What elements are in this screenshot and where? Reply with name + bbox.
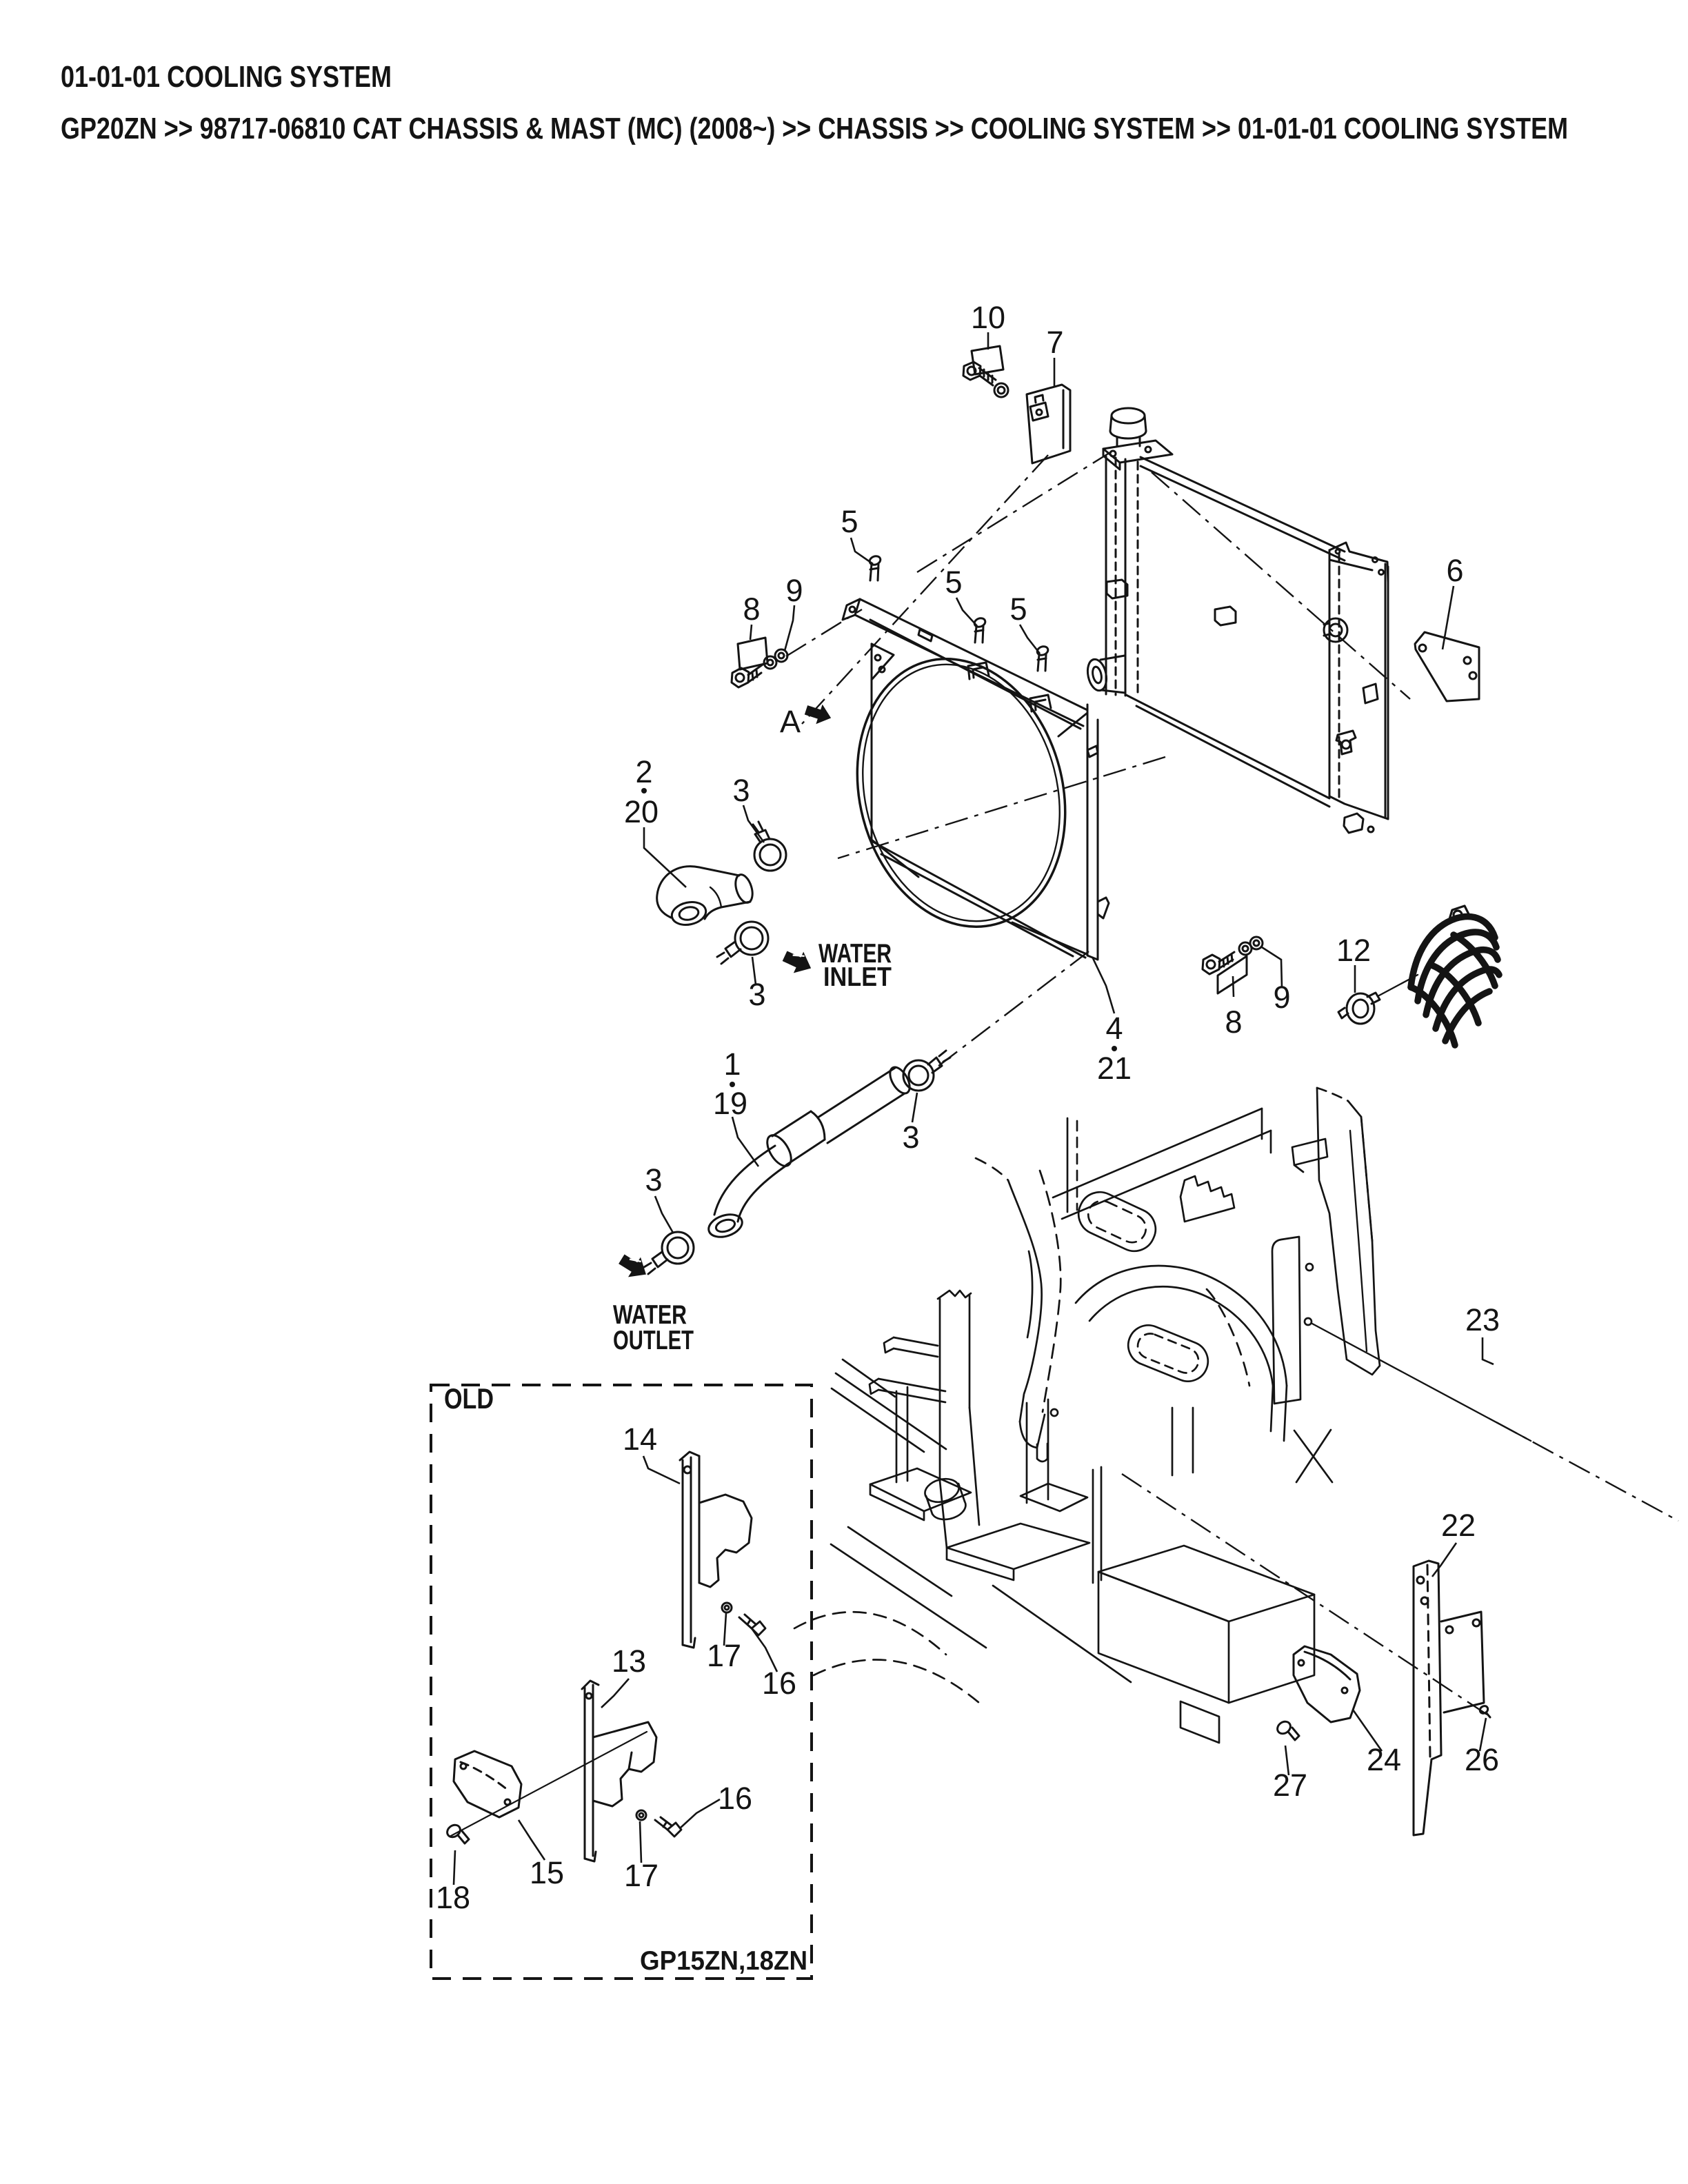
svg-text:17: 17	[624, 1858, 659, 1893]
svg-text:9: 9	[785, 573, 803, 608]
svg-text:01-01-01 COOLING SYSTEM: 01-01-01 COOLING SYSTEM	[61, 60, 392, 94]
svg-text:INLET: INLET	[823, 962, 892, 992]
svg-text:20: 20	[624, 794, 659, 829]
svg-text:21: 21	[1097, 1051, 1132, 1086]
svg-text:13: 13	[612, 1644, 646, 1679]
svg-text:3: 3	[902, 1120, 919, 1155]
svg-text:3: 3	[732, 773, 750, 808]
svg-text:OLD: OLD	[444, 1382, 494, 1415]
svg-text:3: 3	[645, 1162, 662, 1197]
svg-text:7: 7	[1046, 325, 1063, 360]
svg-text:1: 1	[723, 1046, 741, 1082]
svg-text:8: 8	[1225, 1004, 1242, 1040]
svg-text:22: 22	[1441, 1508, 1476, 1543]
svg-text:24: 24	[1367, 1742, 1401, 1777]
svg-text:26: 26	[1465, 1742, 1499, 1777]
svg-text:WATER: WATER	[818, 939, 892, 969]
svg-text:14: 14	[623, 1422, 657, 1457]
svg-text:WATER: WATER	[613, 1300, 687, 1330]
svg-text:16: 16	[718, 1781, 752, 1816]
svg-text:23: 23	[1465, 1302, 1500, 1337]
svg-text:OUTLET: OUTLET	[613, 1326, 694, 1355]
svg-text:16: 16	[762, 1666, 796, 1701]
svg-text:5: 5	[1009, 592, 1027, 627]
svg-text:27: 27	[1273, 1768, 1307, 1803]
svg-text:GP15ZN,18ZN: GP15ZN,18ZN	[640, 1946, 807, 1976]
svg-text:6: 6	[1446, 553, 1463, 588]
svg-text:18: 18	[436, 1880, 470, 1915]
svg-text:2: 2	[635, 754, 652, 789]
svg-text:5: 5	[841, 504, 858, 539]
svg-text:GP20ZN >> 98717-06810 CAT CHAS: GP20ZN >> 98717-06810 CAT CHASSIS & MAST…	[61, 112, 1568, 145]
svg-text:15: 15	[530, 1855, 564, 1890]
svg-text:19: 19	[713, 1086, 747, 1121]
svg-text:8: 8	[743, 592, 760, 627]
svg-text:5: 5	[945, 565, 962, 600]
svg-text:4: 4	[1105, 1011, 1123, 1046]
svg-text:A: A	[780, 704, 801, 739]
svg-text:10: 10	[971, 300, 1005, 335]
svg-text:3: 3	[748, 977, 765, 1012]
svg-text:12: 12	[1336, 933, 1371, 968]
